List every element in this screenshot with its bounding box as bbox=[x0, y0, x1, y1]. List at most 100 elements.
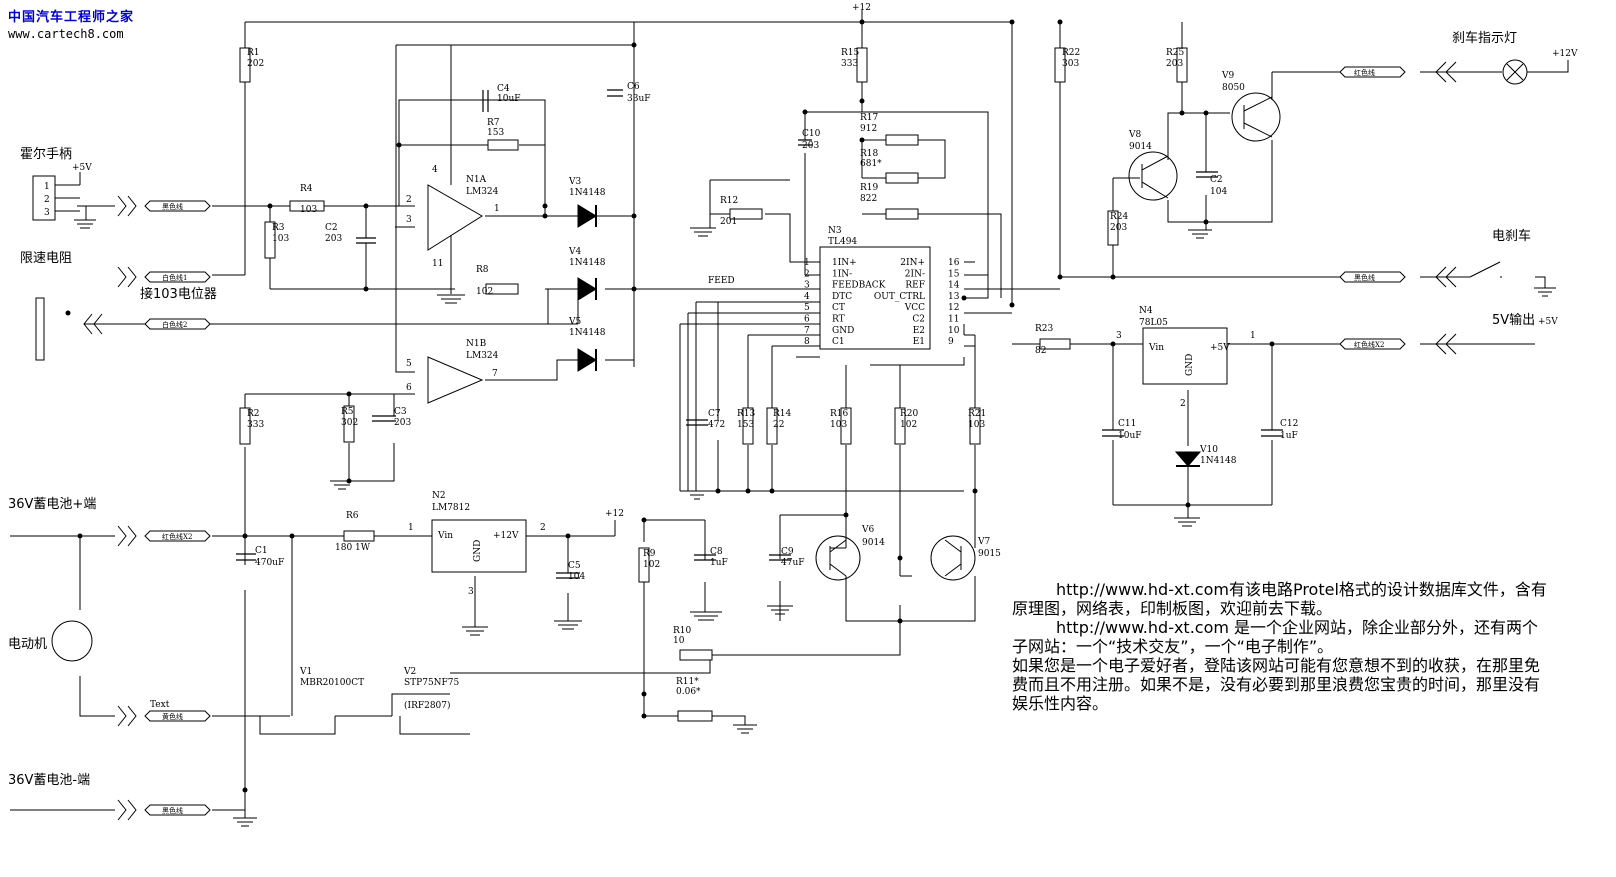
r19-ref: R19 bbox=[860, 183, 879, 193]
n4-pin1: 1 bbox=[1250, 331, 1256, 341]
speed-limit-label: 限速电阻 bbox=[20, 251, 72, 266]
tl494-pin-number: 8 bbox=[804, 337, 810, 347]
r5-ref: R5 bbox=[341, 407, 354, 417]
battery-neg-label: 36V蓄电池-端 bbox=[8, 773, 90, 788]
hall-pin-1: 1 bbox=[44, 182, 50, 192]
n2-vout: +12V bbox=[493, 531, 519, 541]
tl494-pin-label: 1IN+ bbox=[832, 258, 857, 268]
c12-ref: C12 bbox=[1280, 419, 1298, 429]
n4-value: 78L05 bbox=[1139, 318, 1168, 328]
c1-ref: C1 bbox=[255, 546, 268, 556]
c10-value: 203 bbox=[802, 141, 819, 151]
c11-value: 10uF bbox=[1118, 431, 1142, 441]
n1a-pin3: 3 bbox=[406, 215, 412, 225]
v5-ref: V5 bbox=[568, 317, 581, 327]
tl494-pin-label: 2IN+ bbox=[900, 258, 925, 268]
n1b-pin5: 5 bbox=[406, 359, 412, 369]
out-5v-supply: +5V bbox=[1538, 317, 1558, 327]
tl494-pin-label: E2 bbox=[913, 326, 925, 336]
wire-label: 红色线 bbox=[1354, 68, 1375, 77]
n4-pin3: 3 bbox=[1116, 331, 1122, 341]
r13-value: 153 bbox=[737, 420, 754, 430]
c9-ref: C9 bbox=[781, 547, 794, 557]
v3-value: 1N4148 bbox=[569, 188, 606, 198]
c8-ref: C8 bbox=[710, 547, 723, 557]
r6-ref: R6 bbox=[346, 511, 359, 521]
tl494-pin-label: FEEDBACK bbox=[832, 281, 886, 291]
tl494-pin-number: 1 bbox=[804, 258, 810, 268]
tl494-pin-label: DTC bbox=[832, 292, 852, 302]
r24-ref: R24 bbox=[1110, 212, 1129, 222]
v2-ref: V2 bbox=[403, 667, 416, 677]
v6-value: 9014 bbox=[862, 538, 885, 548]
c3-value: 203 bbox=[394, 418, 411, 428]
v7-value: 9015 bbox=[978, 549, 1001, 559]
hall-throttle-label: 霍尔手柄 bbox=[20, 147, 72, 162]
r12-value: 201 bbox=[720, 217, 737, 227]
n1a-pin1: 1 bbox=[494, 204, 500, 214]
r3-ref: R3 bbox=[272, 223, 285, 233]
tl494-pin-label: 2IN- bbox=[905, 269, 925, 279]
c2b-value: 104 bbox=[1210, 187, 1227, 197]
watermark-title: 中国汽车工程师之家 bbox=[8, 10, 135, 25]
r12-ref: R12 bbox=[720, 196, 738, 206]
r7-ref: R7 bbox=[487, 118, 500, 128]
tl494-pin-number: 9 bbox=[948, 337, 954, 347]
c6-value: 33uF bbox=[627, 94, 651, 104]
tl494-pin-number: 10 bbox=[948, 326, 960, 336]
r3-value: 103 bbox=[272, 234, 289, 244]
n1b-pin7: 7 bbox=[492, 369, 498, 379]
lamp-12v-label: +12V bbox=[1552, 49, 1578, 59]
c5-value: 104 bbox=[568, 572, 585, 582]
tl494-pin-label: C1 bbox=[832, 337, 845, 347]
tl494-pin-number: 2 bbox=[804, 269, 810, 279]
r1-ref: R1 bbox=[247, 48, 260, 58]
v2-alt: (IRF2807) bbox=[404, 700, 451, 711]
v1-value: MBR20100CT bbox=[300, 678, 364, 688]
wire-label: 黑色线 bbox=[162, 202, 183, 211]
n4-vout: +5V bbox=[1210, 343, 1230, 353]
tl494-pin-label: VCC bbox=[904, 303, 925, 313]
tl494-pin-number: 13 bbox=[948, 292, 960, 302]
pot-label: 接103电位器 bbox=[140, 286, 217, 302]
v6-ref: V6 bbox=[861, 525, 874, 535]
r23-ref: R23 bbox=[1035, 324, 1054, 334]
c6-ref: C6 bbox=[627, 82, 640, 92]
r22-ref: R22 bbox=[1062, 48, 1080, 58]
v4-ref: V4 bbox=[568, 247, 581, 257]
n1a-ref: N1A bbox=[466, 175, 487, 185]
r11-value: 0.06* bbox=[676, 687, 701, 697]
note-paragraph-1: http://www.hd-xt.com有该电路Protel格式的设计数据库文件… bbox=[1012, 580, 1547, 618]
tl494-pin-label: 1IN- bbox=[832, 269, 852, 279]
tl494-pin-number: 15 bbox=[948, 269, 960, 279]
r2-value: 333 bbox=[247, 420, 264, 430]
n2-gnd: GND bbox=[473, 540, 483, 562]
ebrake-label: 电刹车 bbox=[1492, 228, 1531, 244]
c8-value: 1uF bbox=[710, 558, 728, 568]
out-12-label: +12 bbox=[605, 509, 624, 519]
wire-label: 黄色线 bbox=[162, 712, 183, 721]
r23-value: 82 bbox=[1035, 346, 1046, 356]
tl494-pin-label: REF bbox=[905, 281, 925, 291]
c3-ref: C3 bbox=[394, 407, 407, 417]
output-5v-label: 5V输出 bbox=[1492, 312, 1535, 328]
tl494-pin-label: CT bbox=[832, 303, 845, 313]
r25-ref: R25 bbox=[1166, 48, 1185, 58]
v10-ref: V10 bbox=[1199, 445, 1218, 455]
v9-ref: V9 bbox=[1221, 71, 1234, 81]
wire-label: 红色线X2 bbox=[1354, 340, 1384, 349]
r16-ref: R16 bbox=[830, 409, 849, 419]
r20-value: 102 bbox=[900, 420, 917, 430]
c7-value: 472 bbox=[708, 420, 725, 430]
n4-ref: N4 bbox=[1139, 306, 1153, 316]
n2-value: LM7812 bbox=[432, 503, 470, 513]
r15-ref: R15 bbox=[841, 48, 860, 58]
brake-lamp-label: 刹车指示灯 bbox=[1452, 30, 1517, 46]
r21-ref: R21 bbox=[968, 409, 986, 419]
c4-value: 10uF bbox=[497, 94, 521, 104]
c2b-ref: C2 bbox=[1210, 175, 1223, 185]
n3-value: TL494 bbox=[828, 237, 857, 247]
c9-value: 47uF bbox=[781, 558, 805, 568]
